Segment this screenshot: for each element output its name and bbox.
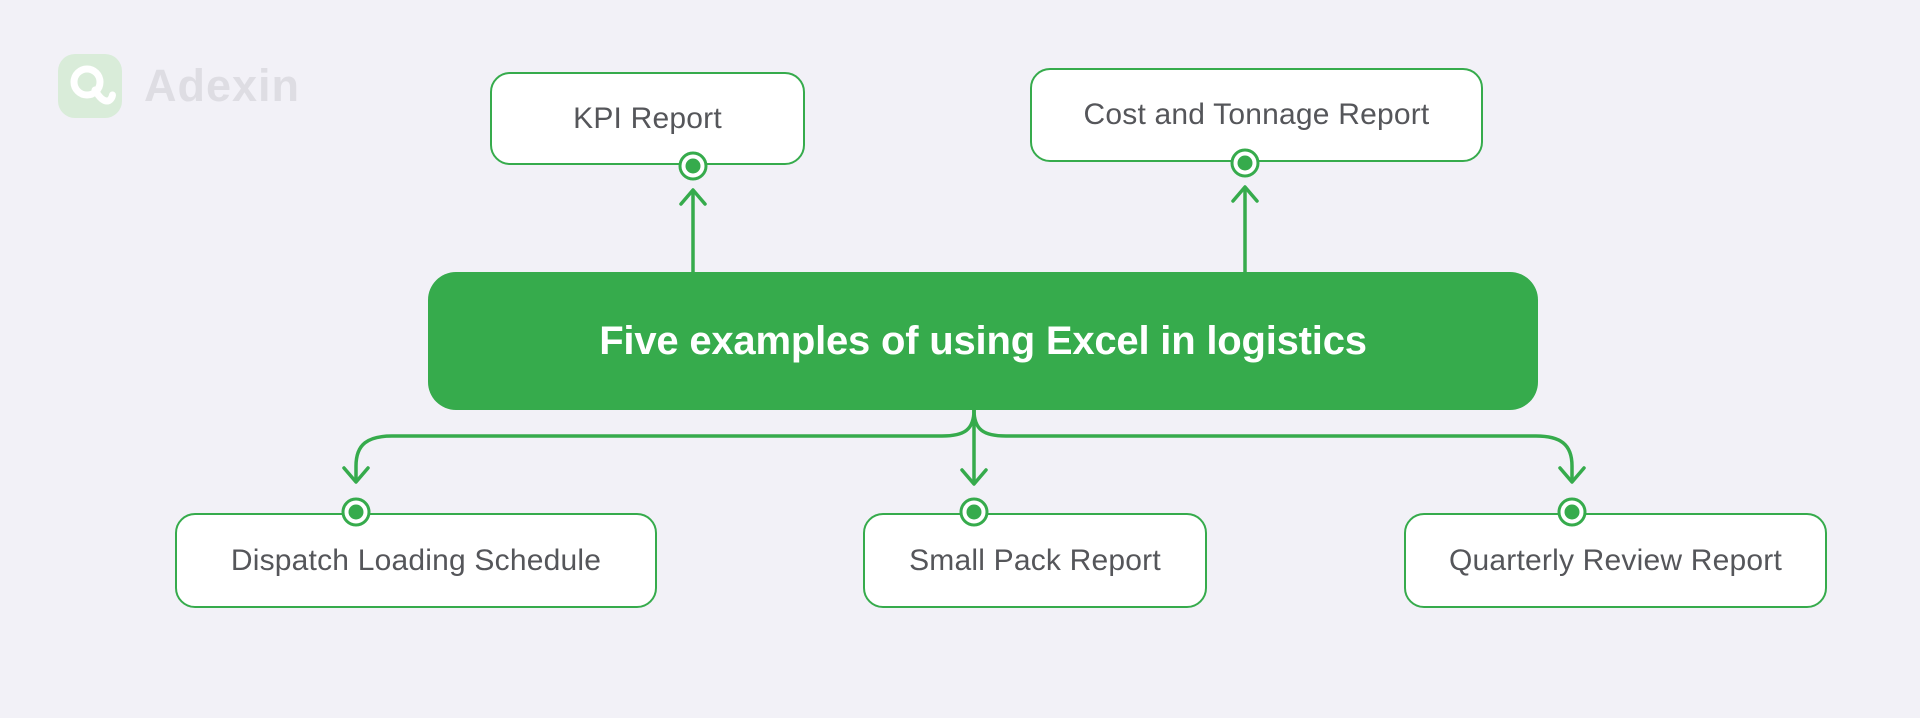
node-dispatch-loading-schedule: Dispatch Loading Schedule bbox=[175, 513, 657, 608]
connector-arrow-to-cost-and-tonnage-report bbox=[1231, 185, 1259, 274]
node-kpi-report: KPI Report bbox=[490, 72, 805, 165]
diagram-title: Five examples of using Excel in logistic… bbox=[599, 318, 1367, 363]
node-label: Small Pack Report bbox=[909, 543, 1161, 577]
connector-arrow-to-kpi-report bbox=[679, 188, 707, 274]
adexin-logo: Adexin bbox=[58, 54, 300, 118]
node-label: Quarterly Review Report bbox=[1448, 543, 1783, 577]
connector-arrow-to-quarterly-review-report bbox=[972, 408, 1586, 484]
node-label: Cost and Tonnage Report bbox=[1083, 98, 1430, 131]
brand-wordmark: Adexin bbox=[144, 60, 301, 111]
node-small-pack-report: Small Pack Report bbox=[863, 513, 1207, 608]
node-quarterly-review-report: Quarterly Review Report bbox=[1404, 513, 1827, 608]
connector-arrow-to-small-pack-report bbox=[960, 408, 988, 486]
logo-tile bbox=[58, 54, 122, 118]
node-label: KPI Report bbox=[573, 101, 722, 135]
adexin-a-icon bbox=[70, 65, 116, 105]
node-cost-and-tonnage-report: Cost and Tonnage Report bbox=[1030, 68, 1483, 162]
connector-arrow-to-dispatch-loading-schedule bbox=[342, 408, 976, 484]
node-label: Dispatch Loading Schedule bbox=[230, 543, 602, 577]
central-title-box: Five examples of using Excel in logistic… bbox=[428, 272, 1538, 410]
